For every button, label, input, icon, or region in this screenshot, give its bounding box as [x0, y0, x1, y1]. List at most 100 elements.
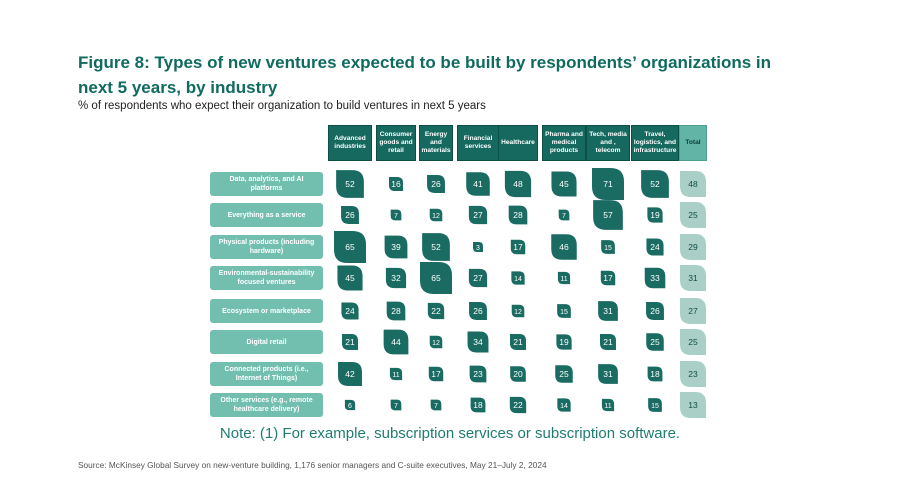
- column-header: Pharma and medical products: [542, 125, 586, 161]
- value-cell: [468, 205, 488, 225]
- chart-subtitle: % of respondents who expect their organi…: [78, 100, 486, 112]
- value-label: 28: [391, 306, 401, 316]
- value-cell: [510, 334, 526, 350]
- value-cell: [428, 366, 444, 382]
- value-cell: [427, 175, 445, 193]
- column-header: Travel, logistics, and infrastructure: [631, 125, 679, 161]
- value-label: 52: [650, 179, 660, 189]
- value-label: 3: [476, 245, 480, 252]
- column-header: Financial services: [457, 125, 499, 161]
- value-cell: [508, 205, 528, 225]
- value-cell: [601, 398, 615, 412]
- total-cell: [680, 202, 706, 228]
- value-label: 12: [432, 340, 440, 347]
- value-label: 15: [604, 245, 612, 252]
- value-cell: [344, 399, 356, 411]
- value-cell: [389, 367, 403, 381]
- value-label: 7: [562, 213, 566, 220]
- value-cell: [341, 206, 359, 224]
- value-label: 25: [688, 337, 698, 347]
- value-cell: [647, 366, 663, 382]
- value-cell: [470, 397, 486, 413]
- total-cell: [680, 329, 706, 355]
- value-cell: [600, 334, 616, 350]
- value-label: 65: [431, 273, 441, 283]
- value-label: 14: [560, 403, 568, 410]
- value-cell: [648, 398, 662, 412]
- row-header: Environmental-sustainability focused ven…: [210, 266, 323, 290]
- value-label: 27: [473, 273, 483, 283]
- column-header: Healthcare: [498, 125, 538, 161]
- value-cell: [341, 302, 359, 320]
- total-cell: [680, 171, 706, 197]
- value-cell: [388, 176, 404, 192]
- value-cell: [469, 365, 487, 383]
- row-header: Connected products (i.e., Internet of Th…: [210, 362, 323, 386]
- value-label: 48: [688, 179, 698, 189]
- value-label: 18: [473, 400, 483, 410]
- value-label: 12: [514, 309, 522, 316]
- value-cell: [646, 333, 664, 351]
- value-label: 71: [603, 179, 613, 189]
- value-label: 24: [650, 242, 660, 252]
- value-label: 45: [345, 273, 355, 283]
- value-cell: [338, 362, 362, 386]
- value-cell: [466, 172, 490, 196]
- value-cell: [551, 171, 577, 197]
- value-label: 46: [559, 242, 569, 252]
- value-label: 26: [473, 306, 483, 316]
- value-cell: [429, 335, 443, 349]
- value-label: 29: [688, 242, 698, 252]
- value-label: 7: [434, 403, 438, 410]
- value-cell: [384, 235, 408, 259]
- value-cell: [555, 365, 573, 383]
- value-cell: [386, 301, 406, 321]
- value-cell: [427, 302, 445, 320]
- value-cell: [646, 238, 664, 256]
- total-cell: [680, 298, 706, 324]
- column-header: Advanced industries: [328, 125, 372, 161]
- value-cell: [600, 270, 616, 286]
- value-cell: [383, 329, 409, 355]
- value-cell: [422, 233, 450, 261]
- value-cell: [601, 240, 615, 254]
- value-cell: [598, 301, 618, 321]
- value-label: 57: [603, 210, 613, 220]
- value-cell: [336, 170, 364, 198]
- value-label: 6: [348, 403, 352, 410]
- value-label: 32: [391, 273, 401, 283]
- value-cell: [473, 242, 483, 252]
- value-cell: [557, 398, 571, 412]
- value-cell: [557, 304, 571, 318]
- row-header: Data, analytics, and AI platforms: [210, 172, 323, 196]
- value-label: 34: [473, 337, 483, 347]
- total-cell: [680, 392, 706, 418]
- row-header: Other services (e.g., remote healthcare …: [210, 393, 323, 417]
- value-cell: [598, 364, 618, 384]
- value-cell: [390, 209, 402, 221]
- value-label: 17: [431, 369, 441, 379]
- value-cell: [592, 168, 624, 200]
- value-label: 16: [391, 179, 401, 189]
- value-label: 28: [513, 210, 523, 220]
- value-cell: [430, 399, 442, 411]
- value-label: 31: [603, 306, 613, 316]
- value-label: 65: [345, 242, 355, 252]
- value-label: 52: [431, 242, 441, 252]
- value-label: 13: [688, 400, 698, 410]
- value-label: 18: [650, 369, 660, 379]
- value-label: 26: [345, 210, 355, 220]
- value-cell: [558, 209, 570, 221]
- value-label: 12: [432, 213, 440, 220]
- value-label: 14: [514, 276, 522, 283]
- value-cell: [511, 304, 525, 318]
- value-label: 20: [513, 369, 523, 379]
- value-cell: [551, 234, 577, 260]
- value-label: 27: [473, 210, 483, 220]
- value-label: 26: [431, 179, 441, 189]
- value-label: 25: [559, 369, 569, 379]
- chart-title: Figure 8: Types of new ventures expected…: [78, 53, 772, 97]
- column-header: Energy and materials: [419, 125, 453, 161]
- value-label: 33: [650, 273, 660, 283]
